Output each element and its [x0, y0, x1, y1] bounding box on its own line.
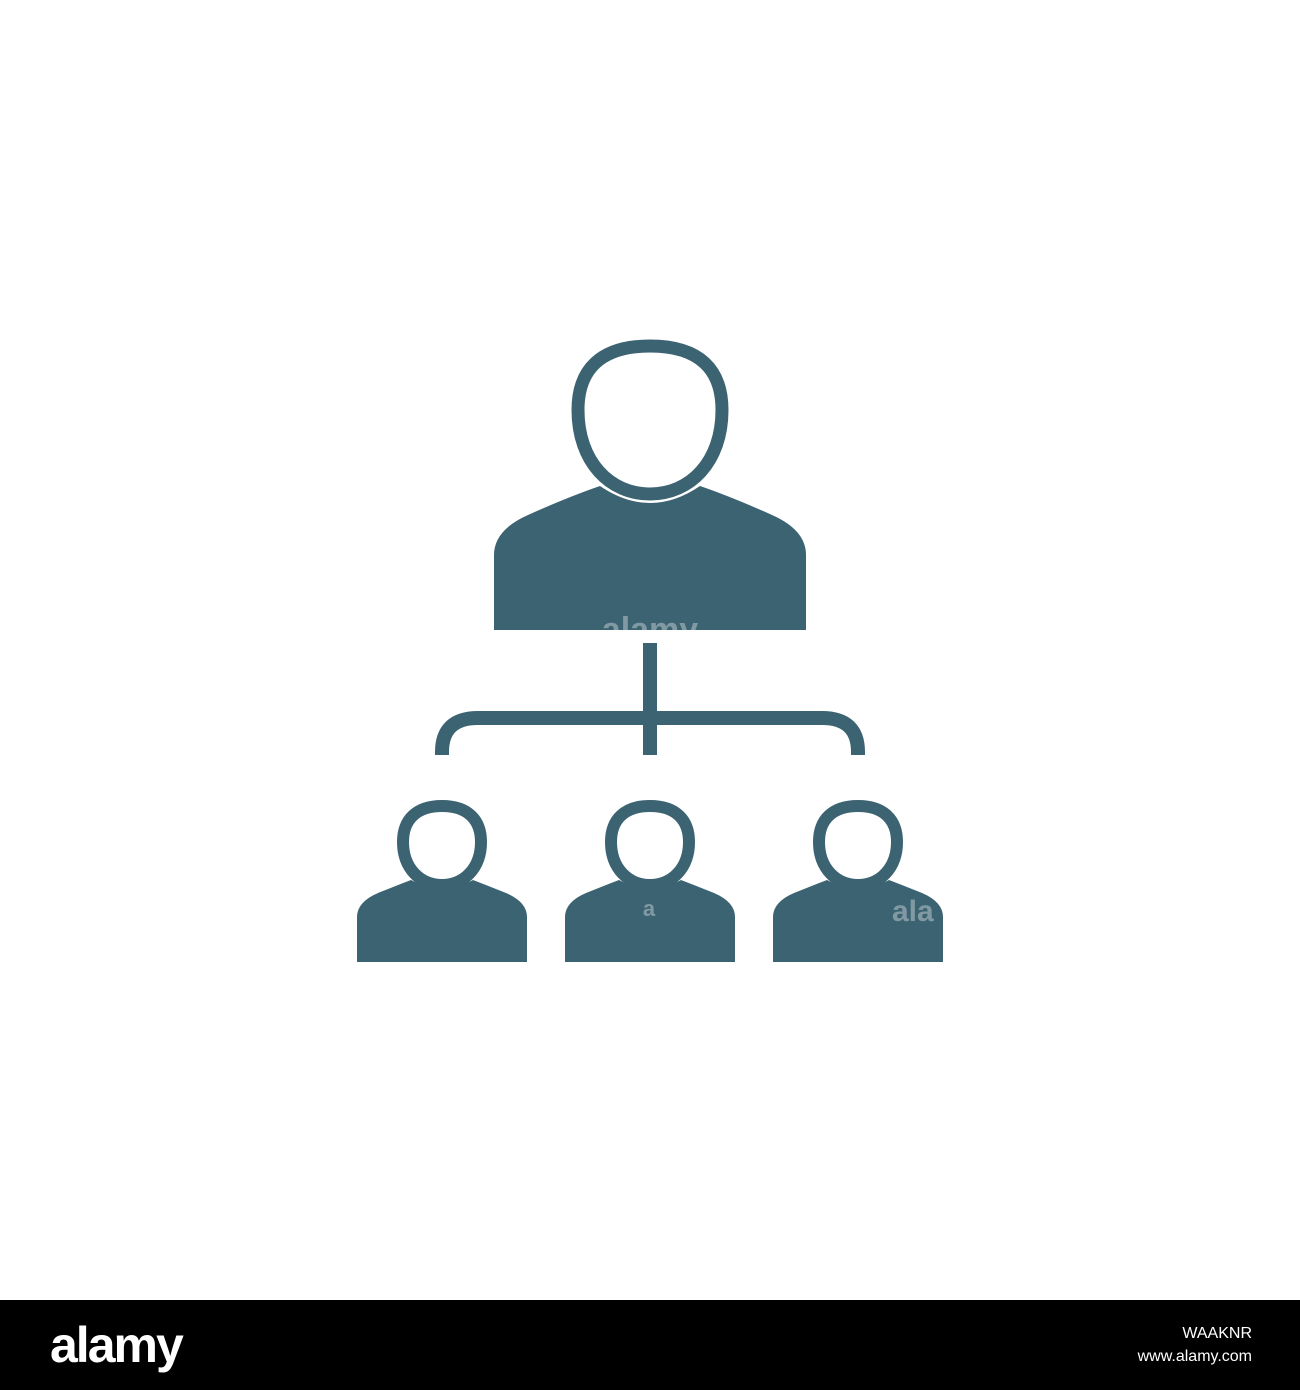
footer-info: WAAKNR www.alamy.com — [1138, 1322, 1252, 1368]
manager-head — [571, 339, 729, 501]
report-center-head — [604, 799, 696, 892]
report-right-body — [773, 880, 943, 962]
report-left-head — [396, 799, 488, 892]
diagram-canvas: alamy a ala — [357, 339, 943, 962]
manager-body — [494, 486, 806, 630]
brand-logo: alamy — [50, 1317, 184, 1373]
report-center-body — [565, 880, 735, 962]
image-id: WAAKNR — [1182, 1324, 1252, 1342]
footer-bar: alamy WAAKNR www.alamy.com — [0, 1300, 1300, 1390]
watermark-fragment-right: ala — [892, 895, 934, 928]
report-left-person-icon — [357, 799, 527, 962]
connector-bar — [435, 711, 865, 755]
report-left-body — [357, 880, 527, 962]
manager-person-icon — [494, 339, 806, 630]
report-center-person-icon — [565, 799, 735, 962]
report-right-person-icon — [773, 799, 943, 962]
report-right-head — [812, 799, 904, 892]
org-hierarchy-icon: alamy a ala — [357, 339, 943, 962]
site-url: www.alamy.com — [1137, 1348, 1252, 1365]
connector-lines — [435, 643, 865, 755]
watermark-text: alamy — [602, 611, 698, 649]
watermark-fragment-center: a — [643, 896, 656, 921]
